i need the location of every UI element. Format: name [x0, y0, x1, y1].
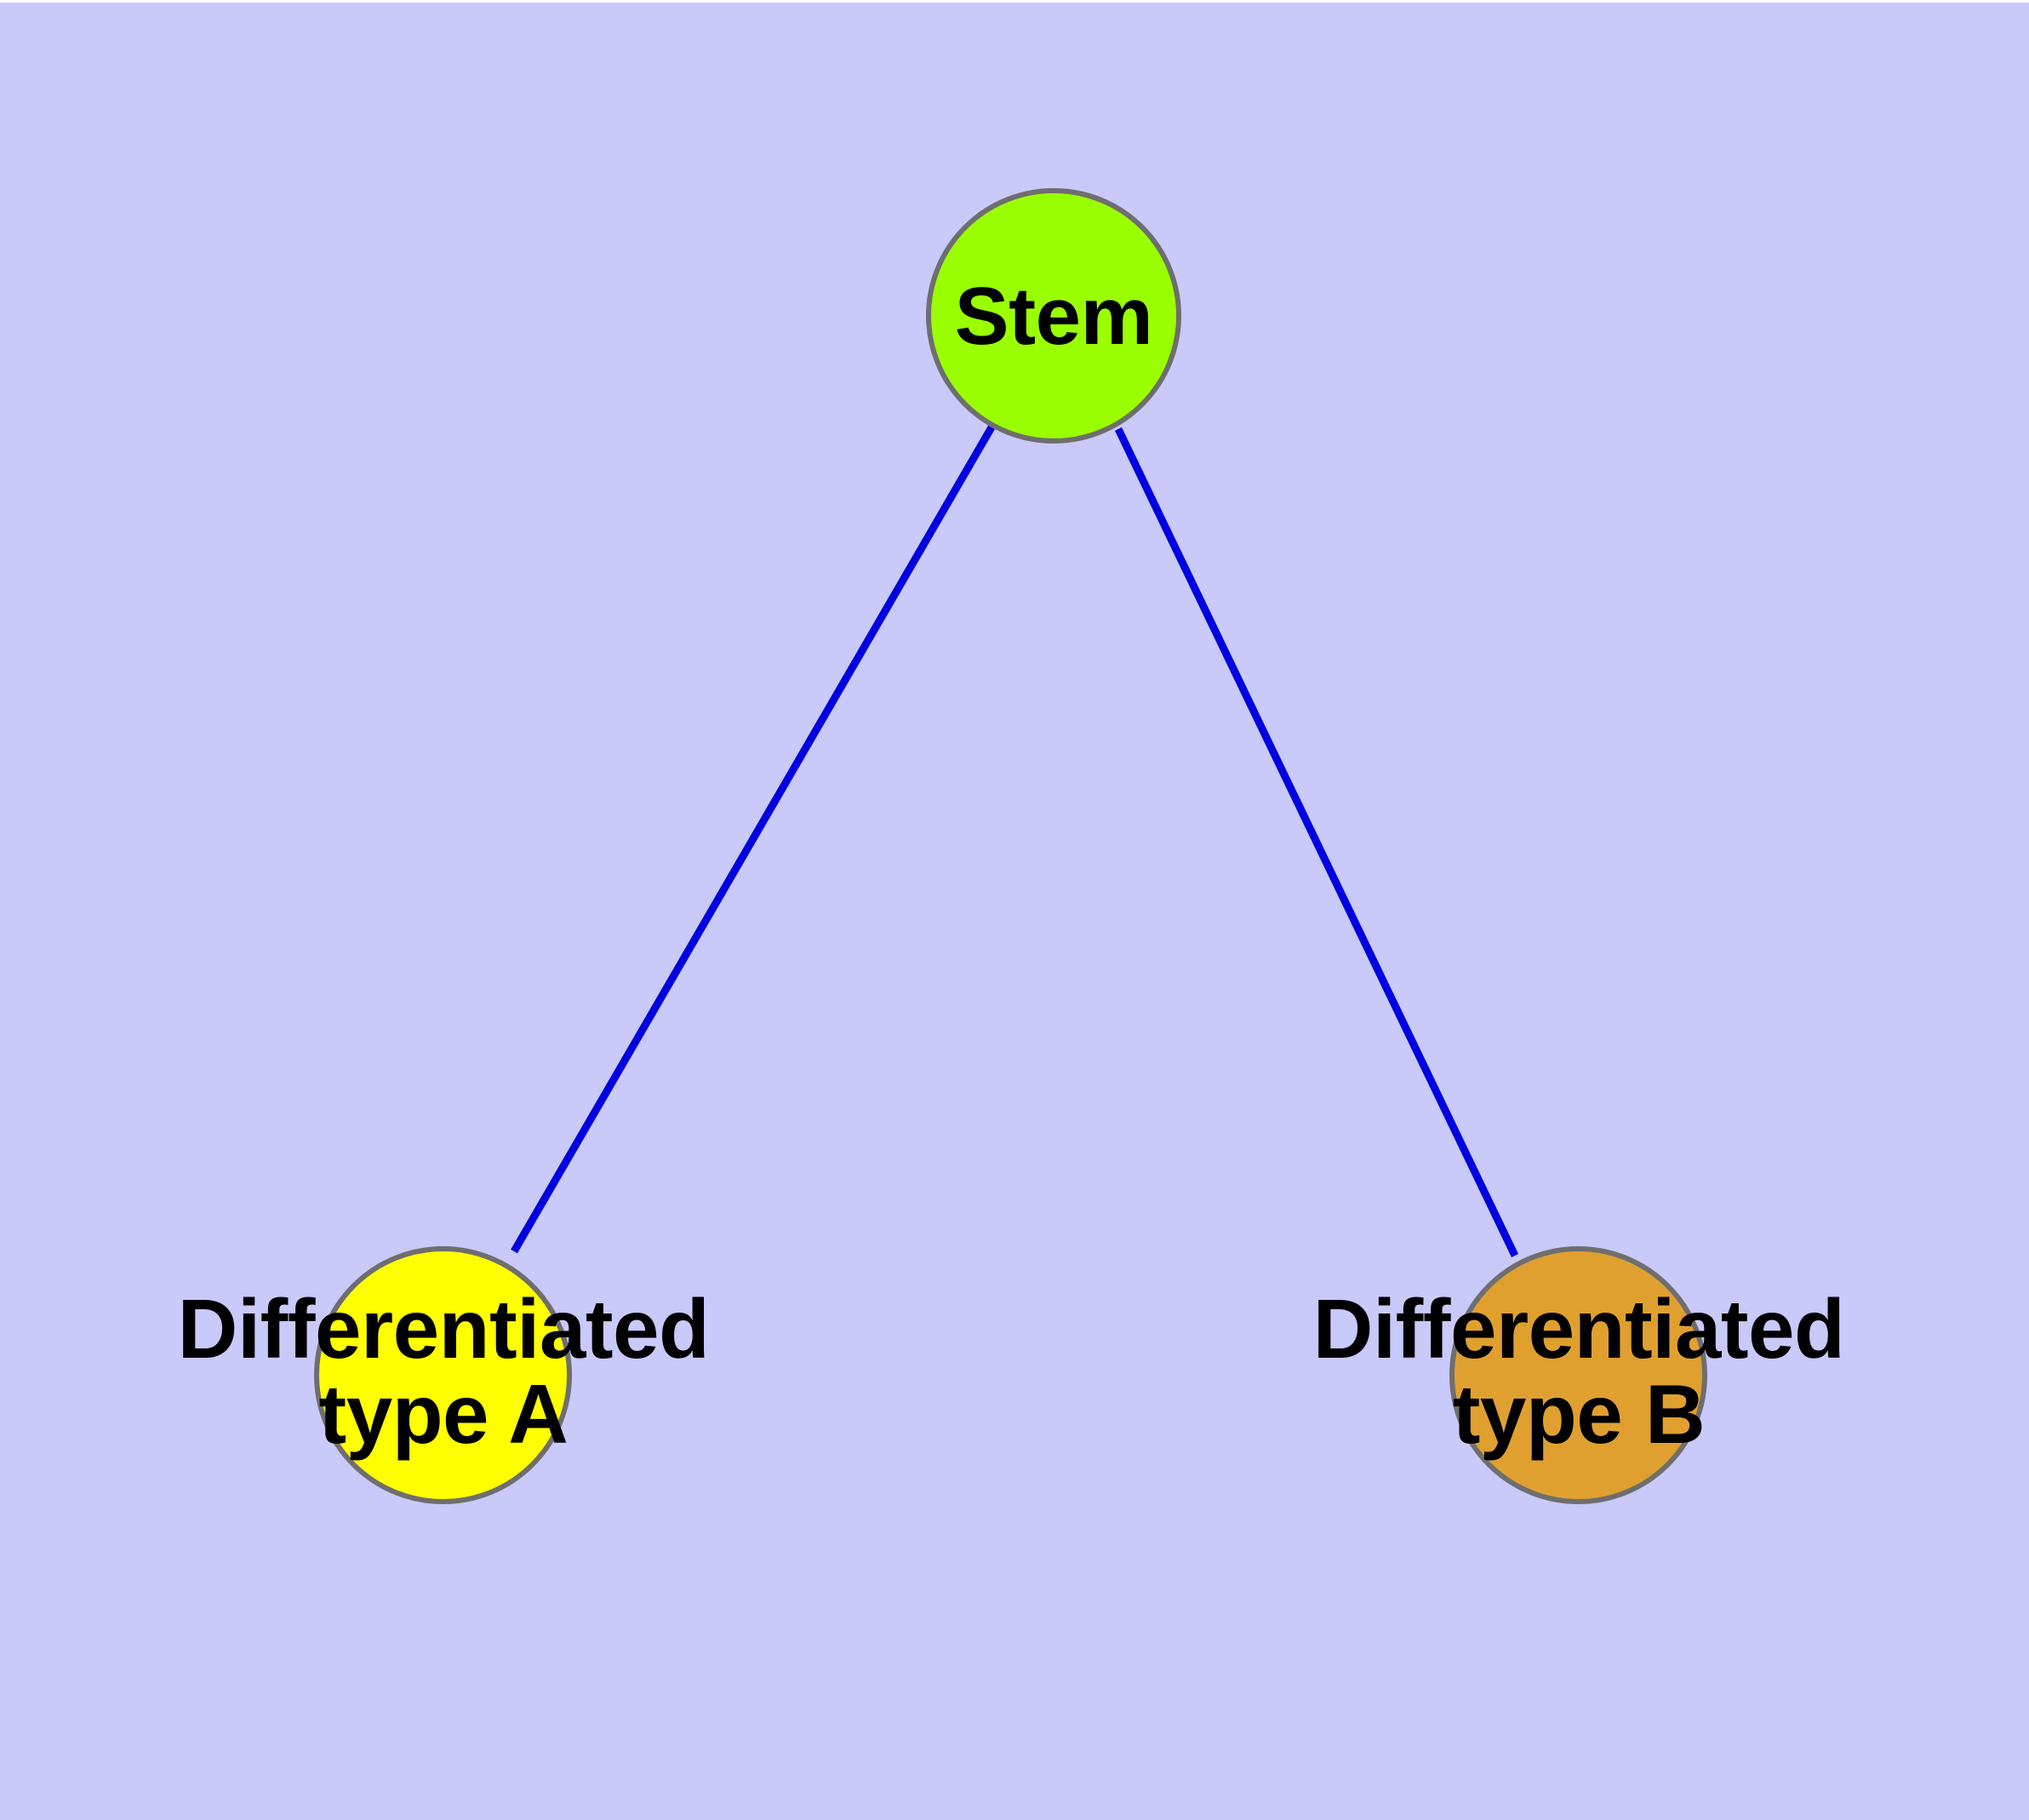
edge-stem-to-differentiated-type-a — [511, 425, 995, 1254]
node-label-line-1: Differentiated — [177, 1282, 710, 1376]
node-differentiated-type-b[interactable] — [1449, 1246, 1707, 1504]
node-label-differentiated-type-a: Differentiated type A — [177, 1282, 710, 1461]
node-label-line-1: Differentiated — [1312, 1282, 1845, 1376]
edge-stem-to-differentiated-type-b — [1114, 427, 1519, 1257]
node-label-line-2: type A — [318, 1367, 569, 1461]
node-label-line-2: type B — [1452, 1367, 1706, 1461]
node-stem[interactable] — [926, 188, 1181, 444]
node-differentiated-type-a[interactable] — [314, 1246, 572, 1504]
node-label-differentiated-type-b: Differentiated type B — [1312, 1282, 1845, 1461]
node-label-stem: Stem — [954, 271, 1153, 363]
